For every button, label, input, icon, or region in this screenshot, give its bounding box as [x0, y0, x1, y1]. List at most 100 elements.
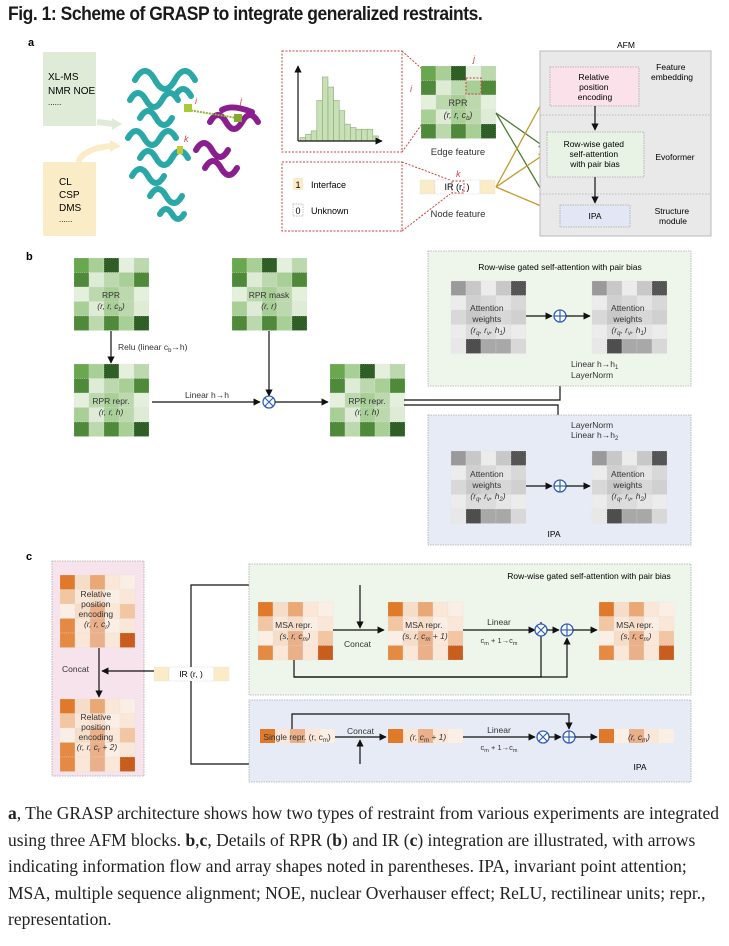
grid-tile — [450, 309, 467, 325]
grid-tile — [59, 713, 76, 729]
grid-tile — [103, 257, 120, 273]
rpr-shape: (r, r, cb) — [97, 301, 125, 313]
grid-tile — [636, 450, 653, 466]
grid-tile — [420, 123, 437, 139]
ir-node-feature: IR (r, ) — [153, 666, 230, 682]
grid-tile — [133, 378, 150, 394]
grid-tile — [261, 257, 278, 273]
grid-tile — [387, 601, 404, 617]
grid-tile — [89, 574, 106, 590]
rpr-mask-shape: (r, r) — [261, 301, 277, 311]
grid-tile — [389, 407, 406, 423]
evoformer-msa-box: Row-wise gated self-attention with pair … — [248, 563, 692, 696]
afm-section-feature-embedding: Feature embedding — [651, 62, 693, 82]
multiply-operator-icon — [262, 395, 276, 409]
grid-tile — [317, 630, 334, 646]
grid-tile — [628, 601, 645, 617]
grid-tile — [651, 494, 668, 510]
grid-tile — [591, 465, 608, 481]
grid-tile — [465, 94, 482, 110]
grid-tile — [480, 80, 497, 96]
grid-tile — [435, 123, 452, 139]
grid-tile — [643, 601, 660, 617]
attention-weights-in: Attention weights (rq, rv, h1) — [470, 303, 506, 337]
node-feature-label: Node feature — [431, 209, 486, 220]
grid-tile — [329, 363, 346, 379]
attention-weights-out: Attention weights (rq, rv, h1) — [611, 303, 647, 337]
grid-tile — [118, 363, 135, 379]
add-operator-icon — [553, 309, 567, 323]
grid-tile — [465, 450, 482, 466]
grid-tile — [465, 123, 482, 139]
grid-tile — [420, 94, 437, 110]
restraint-arrowhead-1 — [112, 118, 122, 130]
tile-grid — [387, 601, 464, 661]
grid-tile — [133, 286, 150, 302]
caption-panel-ref: c — [199, 829, 208, 850]
grid-tile — [447, 616, 464, 632]
ir-label: IR (r, ) — [179, 669, 203, 679]
grid-tile — [510, 309, 527, 325]
grid-tile — [510, 465, 527, 481]
grid-tile — [480, 280, 497, 296]
legend-label-interface: Interface — [311, 180, 346, 190]
grid-tile — [246, 301, 263, 317]
grid-tile — [651, 280, 668, 296]
grid-tile — [591, 338, 608, 354]
grid-tile — [598, 645, 615, 661]
restraint-label: XL-MS — [48, 72, 79, 83]
grid-tile — [465, 338, 482, 354]
grid-tile — [231, 257, 248, 273]
panel-label-c: c — [26, 551, 32, 563]
grid-tile — [272, 601, 289, 617]
histogram-bar — [372, 135, 379, 142]
ipa-attention-box: LayerNorm Linear h→h2 Attention weights … — [427, 414, 692, 546]
grid-tile — [119, 713, 136, 729]
evo-op-label: Linear h→h1 LayerNorm — [571, 359, 621, 380]
grid-tile — [374, 378, 391, 394]
grid-tile — [73, 272, 90, 288]
grid-tile — [119, 698, 136, 714]
grid-tile — [133, 392, 150, 408]
grid-tile — [591, 508, 608, 524]
grid-tile — [246, 272, 263, 288]
grid-tile — [74, 574, 91, 590]
grid-tile — [450, 338, 467, 354]
grid-tile — [103, 378, 120, 394]
grid-tile — [73, 315, 90, 331]
grid-tile — [420, 109, 437, 125]
grid-tile — [317, 601, 334, 617]
distance-histogram-inset — [281, 50, 433, 153]
restraint-label: CL — [59, 177, 72, 188]
grid-tile — [133, 301, 150, 317]
grid-tile — [257, 630, 274, 646]
histogram-bar — [361, 128, 368, 142]
grid-tile — [658, 601, 675, 617]
grid-tile — [59, 574, 76, 590]
grid-tile — [450, 80, 467, 96]
grid-tile — [302, 645, 319, 661]
single-repr-mid-label: (r, cm + 1) — [410, 732, 447, 744]
caption-panel-ref: c — [409, 829, 418, 850]
grid-tile — [104, 574, 121, 590]
histogram-bar — [350, 127, 357, 142]
grid-tile — [621, 450, 638, 466]
grid-tile — [651, 295, 668, 311]
grid-tile — [480, 123, 497, 139]
grid-tile — [246, 315, 263, 331]
grid-tile — [119, 756, 136, 772]
ipa-box-title: IPA — [633, 762, 646, 772]
grid-tile — [389, 421, 406, 437]
grid-tile — [658, 616, 675, 632]
grid-tile — [59, 589, 76, 605]
grid-tile — [510, 508, 527, 524]
grid-tile — [495, 338, 512, 354]
grid-tile — [73, 421, 90, 437]
rpr-repr-shape: (r, r, h) — [355, 407, 380, 417]
grid-tile — [119, 574, 136, 590]
protein-structure-illustration: i j k — [125, 68, 261, 222]
grid-tile — [480, 109, 497, 125]
grid-tile — [495, 280, 512, 296]
legend-value-0: 0 — [295, 206, 300, 216]
axis-label-j: j — [472, 54, 476, 64]
